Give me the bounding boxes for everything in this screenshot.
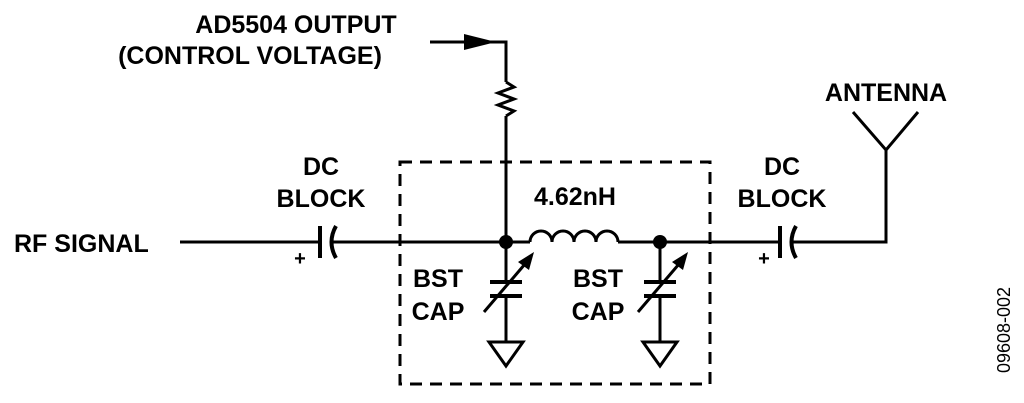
right-bst-cap-label-line2: CAP xyxy=(572,298,625,326)
left-bst-tuning-arrowhead-icon xyxy=(518,252,534,270)
left-bst-cap-label-line1: BST xyxy=(413,265,463,293)
dc-block-right-curved-plate-icon xyxy=(789,225,798,259)
right-ground-icon xyxy=(640,340,680,369)
control-voltage-label: (CONTROL VOLTAGE) xyxy=(118,42,382,70)
rf-signal-label: RF SIGNAL xyxy=(14,230,149,258)
dc-block-left-curved-plate-icon xyxy=(329,225,338,259)
antenna-feed-wire xyxy=(792,150,888,244)
antenna-icon xyxy=(851,111,920,153)
inductor-icon xyxy=(528,229,620,243)
dc-block-left-plus: + xyxy=(294,248,306,270)
control-wire xyxy=(490,40,508,82)
dc-block-left-label-line2: BLOCK xyxy=(277,185,366,213)
resistor-icon xyxy=(493,80,519,118)
dc-block-right-label-line2: BLOCK xyxy=(738,185,827,213)
dc-block-right-label-line1: DC xyxy=(764,153,800,181)
inductor-label: 4.62nH xyxy=(534,183,616,211)
left-ground-icon xyxy=(486,340,526,369)
ad5504-output-label: AD5504 OUTPUT xyxy=(195,11,396,39)
antenna-label: ANTENNA xyxy=(825,79,947,107)
right-bst-cap-label-line1: BST xyxy=(573,265,623,293)
right-bst-tuning-arrowhead-icon xyxy=(672,252,688,270)
figure-id: 09608-002 xyxy=(994,287,1014,373)
left-bst-tuning-arrow-icon xyxy=(482,263,527,313)
arrow-head-icon xyxy=(464,34,496,50)
dc-block-right-plus: + xyxy=(758,248,770,270)
right-bst-tuning-arrow-icon xyxy=(636,263,681,313)
left-bst-cap-label-line2: CAP xyxy=(412,298,465,326)
tunable-network-box xyxy=(398,160,712,386)
dc-block-left-label-line1: DC xyxy=(303,153,339,181)
